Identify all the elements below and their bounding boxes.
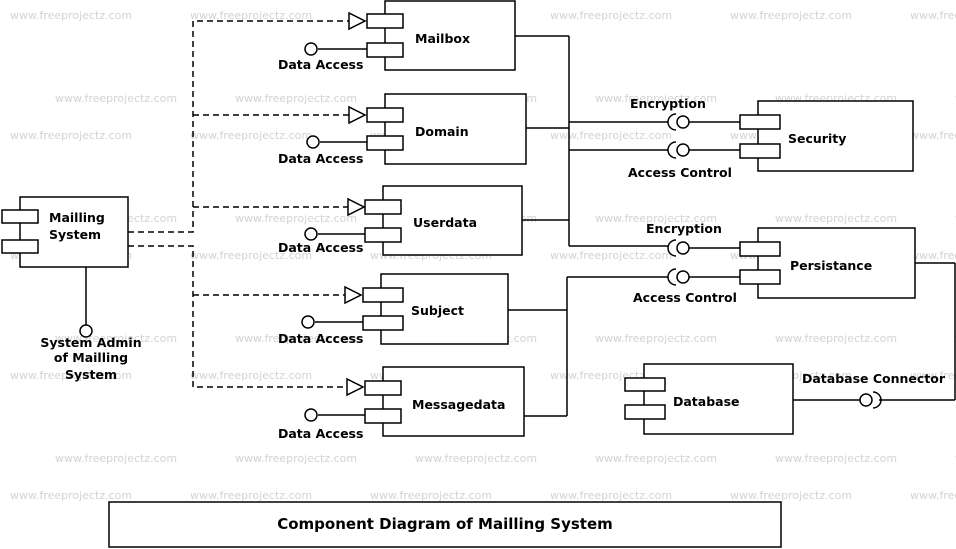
encryption-ball-persistance bbox=[676, 241, 690, 255]
data-access-port-domain bbox=[306, 135, 320, 149]
system-admin-label-line1: System Admin bbox=[40, 335, 141, 350]
dependency-arrow-mailbox bbox=[348, 11, 367, 31]
access-control-socket-persistance bbox=[667, 268, 677, 286]
system-admin-label-line3: System bbox=[65, 367, 117, 382]
watermark-text: www.freeprojectz.com bbox=[370, 489, 492, 502]
dependency-arrow-subject bbox=[344, 285, 363, 305]
persistance-encryption-label: Encryption bbox=[646, 221, 722, 236]
watermark-text: www.freeprojectz.com bbox=[550, 129, 672, 142]
watermark-text: www.freeprojectz.com bbox=[55, 452, 177, 465]
persistance-label: Persistance bbox=[790, 258, 872, 273]
database-component: Database bbox=[624, 363, 794, 435]
security-access-control-label: Access Control bbox=[628, 165, 732, 180]
access-control-socket-security bbox=[667, 141, 677, 159]
userdata-label: Userdata bbox=[413, 215, 477, 230]
watermark-text: www.freeprojectz.com bbox=[910, 369, 956, 382]
watermark-text: www.freeprojectz.com bbox=[910, 249, 956, 262]
dependency-arrow-messagedata bbox=[346, 377, 365, 397]
watermark-text: www.freeprojectz.com bbox=[190, 249, 312, 262]
watermark-text: www.freeprojectz.com bbox=[910, 129, 956, 142]
mailling-system-label-line2: System bbox=[49, 227, 101, 242]
data-access-port-mailbox bbox=[304, 42, 318, 56]
system-admin-label-line2: of Mailling bbox=[54, 350, 128, 365]
watermark-text: www.freeprojectz.com bbox=[550, 9, 672, 22]
mailling-system-label-line1: Mailling bbox=[49, 210, 105, 225]
dependency-arrow-userdata bbox=[347, 197, 366, 217]
watermark-text: www.freeprojectz.com bbox=[235, 452, 357, 465]
domain-data-access-label: Data Access bbox=[278, 151, 363, 166]
watermark-text: www.freeprojectz.com bbox=[190, 489, 312, 502]
mailbox-component: Mailbox Data Access bbox=[278, 0, 516, 72]
data-access-port-userdata bbox=[304, 227, 318, 241]
watermark-text: www.freeprojectz.com bbox=[10, 489, 132, 502]
domain-label: Domain bbox=[415, 124, 469, 139]
watermark-text: www.freeprojectz.com bbox=[775, 332, 897, 345]
watermark-text: www.freeprojectz.com bbox=[10, 369, 132, 382]
diagram-title: Component Diagram of Mailling System bbox=[277, 515, 613, 533]
subject-label: Subject bbox=[411, 303, 464, 318]
watermark-text: www.freeprojectz.com bbox=[10, 9, 132, 22]
watermark-text: www.freeprojectz.com bbox=[235, 212, 357, 225]
bus-lines bbox=[508, 35, 668, 417]
watermark-text: www.freeprojectz.com bbox=[235, 332, 357, 345]
watermark-text: www.freeprojectz.com bbox=[415, 452, 537, 465]
access-control-ball-security bbox=[676, 143, 690, 157]
dependency-lines bbox=[128, 11, 367, 397]
subject-component: Subject Data Access bbox=[278, 273, 509, 346]
watermark-text: www.freeprojectz.com bbox=[910, 489, 956, 502]
security-label: Security bbox=[788, 131, 846, 146]
data-access-port-subject bbox=[301, 315, 315, 329]
watermark-text: www.freeprojectz.com bbox=[595, 92, 717, 105]
encryption-socket-security bbox=[667, 113, 677, 131]
watermark-text: www.freeprojectz.com bbox=[190, 129, 312, 142]
watermark-text: www.freeprojectz.com bbox=[730, 489, 852, 502]
userdata-data-access-label: Data Access bbox=[278, 240, 363, 255]
data-access-port-messagedata bbox=[304, 408, 318, 422]
system-admin-lollipop bbox=[79, 267, 93, 338]
watermark-text: www.freeprojectz.com bbox=[190, 369, 312, 382]
access-control-ball-persistance bbox=[676, 270, 690, 284]
watermark-text: www.freeprojectz.com bbox=[910, 9, 956, 22]
database-connector-socket bbox=[872, 391, 882, 409]
persistance-component: Persistance Encryption Access Control bbox=[633, 221, 916, 305]
messagedata-data-access-label: Data Access bbox=[278, 426, 363, 441]
watermark-text: www.freeprojectz.com bbox=[550, 249, 672, 262]
watermark-text: www.freeprojectz.com bbox=[595, 452, 717, 465]
mailbox-label: Mailbox bbox=[415, 31, 470, 46]
mailling-system-component: Mailling System bbox=[1, 196, 129, 268]
subject-data-access-label: Data Access bbox=[278, 331, 363, 346]
security-encryption-label: Encryption bbox=[630, 96, 706, 111]
diagram-title-box: Component Diagram of Mailling System bbox=[108, 501, 782, 548]
watermark-text: www.freeprojectz.com bbox=[235, 92, 357, 105]
database-connector-ball bbox=[859, 393, 873, 407]
database-connector-label: Database Connector bbox=[802, 371, 946, 386]
persistance-access-control-label: Access Control bbox=[633, 290, 737, 305]
watermark-text: www.freeprojectz.com bbox=[55, 92, 177, 105]
mailbox-data-access-label: Data Access bbox=[278, 57, 363, 72]
security-component: Security Encryption Access Control bbox=[628, 96, 914, 180]
watermark-text: www.freeprojectz.com bbox=[775, 452, 897, 465]
watermark-text: www.freeprojectz.com bbox=[10, 129, 132, 142]
watermark-text: www.freeprojectz.com bbox=[730, 9, 852, 22]
database-connector: Database Connector bbox=[793, 262, 956, 409]
messagedata-component: Messagedata Data Access bbox=[278, 366, 525, 441]
database-label: Database bbox=[673, 394, 740, 409]
dependency-arrow-domain bbox=[348, 105, 367, 125]
encryption-ball-security bbox=[676, 115, 690, 129]
watermark-text: www.freeprojectz.com bbox=[190, 9, 312, 22]
watermark-text: www.freeprojectz.com bbox=[550, 489, 672, 502]
domain-component: Domain Data Access bbox=[278, 93, 527, 166]
watermark-text: www.freeprojectz.com bbox=[775, 212, 897, 225]
watermark-text: www.freeprojectz.com bbox=[595, 212, 717, 225]
encryption-socket-persistance bbox=[667, 239, 677, 257]
messagedata-label: Messagedata bbox=[412, 397, 505, 412]
watermark-text: www.freeprojectz.com bbox=[595, 332, 717, 345]
